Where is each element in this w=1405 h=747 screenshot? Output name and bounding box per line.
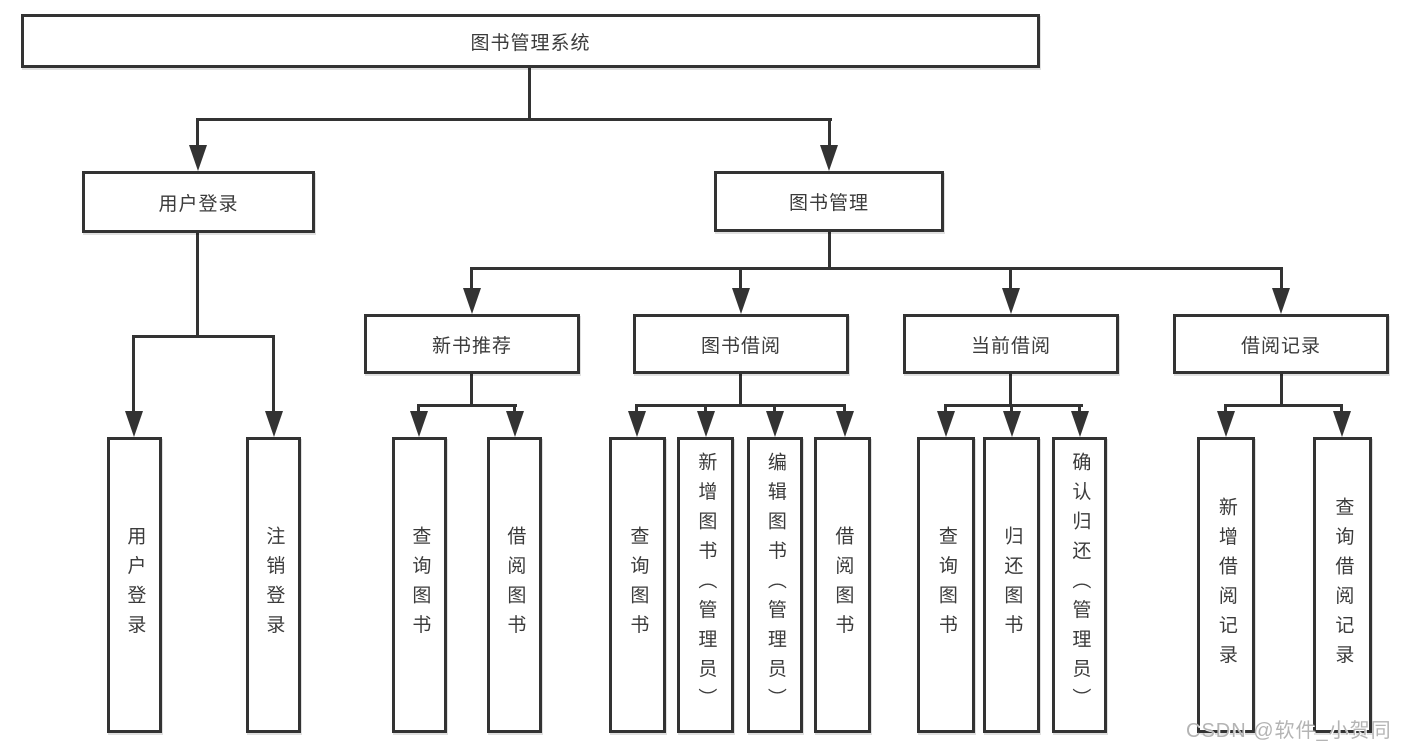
connector-line	[1224, 404, 1343, 407]
leaf-add-borrow-record-label: 新增借阅记录	[1215, 496, 1237, 674]
connector-line	[1009, 374, 1012, 407]
node-user-login: 用户登录	[82, 171, 315, 233]
connector-line	[196, 233, 199, 337]
connector-line	[132, 335, 135, 413]
arrow-down-icon	[463, 288, 481, 314]
arrow-down-icon	[1003, 411, 1021, 437]
connector-line	[1340, 404, 1343, 414]
connector-line	[1224, 404, 1227, 414]
connector-line	[828, 118, 831, 148]
arrow-down-icon	[125, 411, 143, 437]
leaf-return-book: 归还图书	[983, 437, 1040, 733]
connector-line	[739, 267, 742, 291]
arrow-down-icon	[189, 145, 207, 171]
node-user-login-label: 用户登录	[158, 193, 239, 215]
node-book-borrow-label: 图书借阅	[700, 335, 781, 357]
arrow-down-icon	[836, 411, 854, 437]
node-book-management: 图书管理	[714, 171, 944, 232]
arrow-down-icon	[732, 288, 750, 314]
connector-line	[272, 335, 275, 413]
watermark: CSDN @软件_小贺同学	[1186, 720, 1392, 742]
leaf-logout-label: 注销登录	[263, 526, 285, 644]
node-current-borrow-label: 当前借阅	[970, 335, 1051, 357]
node-borrow-records: 借阅记录	[1173, 314, 1389, 374]
connector-line	[773, 404, 776, 414]
connector-line	[635, 404, 846, 407]
leaf-add-book-admin: 新增图书（管理员）	[677, 437, 734, 733]
connector-line	[1280, 374, 1283, 407]
leaf-edit-book-admin: 编辑图书（管理员）	[747, 437, 803, 733]
arrow-down-icon	[697, 411, 715, 437]
connector-line	[470, 267, 1283, 270]
leaf-borrow-book-2-label: 借阅图书	[832, 526, 854, 644]
leaf-query-book-1-label: 查询图书	[409, 526, 431, 644]
node-book-management-label: 图书管理	[788, 193, 869, 214]
arrow-down-icon	[820, 145, 838, 171]
leaf-query-book-3-label: 查询图书	[935, 526, 957, 644]
leaf-confirm-return-admin: 确认归还（管理员）	[1052, 437, 1107, 733]
node-borrow-records-label: 借阅记录	[1240, 335, 1321, 357]
node-new-book-recommend-label: 新书推荐	[431, 335, 512, 357]
connector-line	[1009, 267, 1012, 291]
node-root: 图书管理系统	[21, 14, 1040, 68]
arrow-down-icon	[766, 411, 784, 437]
node-new-book-recommend: 新书推荐	[364, 314, 580, 374]
leaf-query-book-2-label: 查询图书	[627, 526, 649, 644]
connector-line	[704, 404, 707, 414]
arrow-down-icon	[265, 411, 283, 437]
connector-line	[417, 404, 420, 414]
connector-line	[944, 404, 1083, 407]
connector-line	[1280, 267, 1283, 291]
arrow-down-icon	[1071, 411, 1089, 437]
leaf-borrow-book-2: 借阅图书	[814, 437, 871, 733]
connector-line	[528, 66, 531, 118]
arrow-down-icon	[410, 411, 428, 437]
leaf-user-login: 用户登录	[107, 437, 162, 733]
leaf-add-book-admin-label: 新增图书（管理员）	[695, 452, 717, 718]
leaf-query-borrow-record-label: 查询借阅记录	[1332, 496, 1354, 674]
connector-line	[470, 267, 473, 291]
connector-line	[1010, 404, 1013, 414]
connector-line	[944, 404, 947, 414]
leaf-borrow-book-1: 借阅图书	[487, 437, 542, 733]
connector-line	[1078, 404, 1081, 414]
leaf-query-book-2: 查询图书	[609, 437, 666, 733]
connector-line	[828, 232, 831, 270]
connector-line	[417, 404, 517, 407]
leaf-borrow-book-1-label: 借阅图书	[504, 526, 526, 644]
node-root-label: 图书管理系统	[470, 32, 591, 54]
node-book-borrow: 图书借阅	[633, 314, 849, 374]
leaf-logout: 注销登录	[246, 437, 301, 733]
arrow-down-icon	[1333, 411, 1351, 437]
leaf-user-login-label: 用户登录	[124, 526, 146, 644]
connector-line	[739, 374, 742, 407]
leaf-add-borrow-record: 新增借阅记录	[1197, 437, 1255, 733]
connector-line	[843, 404, 846, 414]
arrow-down-icon	[937, 411, 955, 437]
node-current-borrow: 当前借阅	[903, 314, 1119, 374]
arrow-down-icon	[506, 411, 524, 437]
connector-line	[196, 118, 832, 121]
leaf-edit-book-admin-label: 编辑图书（管理员）	[764, 452, 786, 718]
arrow-down-icon	[1217, 411, 1235, 437]
arrow-down-icon	[1002, 288, 1020, 314]
connector-line	[196, 118, 199, 148]
connector-line	[635, 404, 638, 414]
leaf-confirm-return-admin-label: 确认归还（管理员）	[1069, 452, 1091, 718]
connector-line	[132, 335, 275, 338]
connector-line	[513, 404, 516, 414]
leaf-return-book-label: 归还图书	[1001, 526, 1023, 644]
arrow-down-icon	[628, 411, 646, 437]
connector-line	[470, 374, 473, 407]
leaf-query-borrow-record: 查询借阅记录	[1313, 437, 1372, 733]
leaf-query-book-3: 查询图书	[917, 437, 975, 733]
leaf-query-book-1: 查询图书	[392, 437, 447, 733]
arrow-down-icon	[1272, 288, 1290, 314]
